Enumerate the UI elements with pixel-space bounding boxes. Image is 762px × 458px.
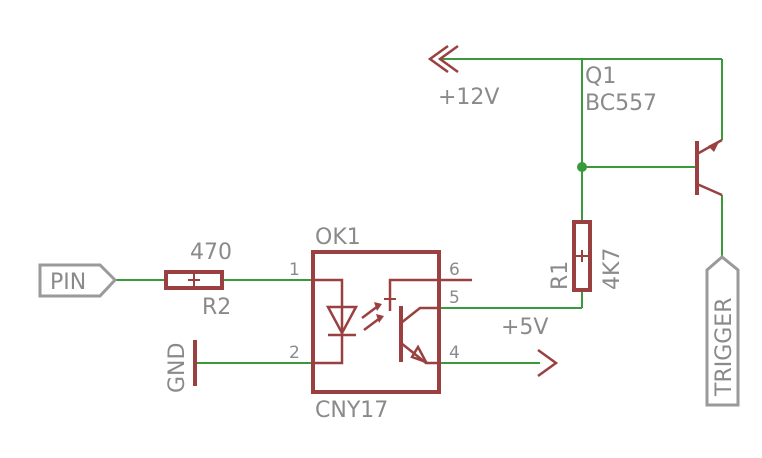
optocoupler-ok1-symbol — [311, 250, 472, 394]
optocoupler-ok1-value: CNY17 — [315, 398, 388, 423]
optocoupler-pin-2: 2 — [289, 343, 300, 363]
pin-port-label: PIN — [50, 270, 86, 295]
resistor-r1-name: R1 — [548, 261, 573, 290]
pin-port-symbol — [38, 263, 118, 298]
trigger-port-label: TRIGGER — [712, 298, 737, 398]
junction-dot — [577, 162, 587, 172]
supply-12v-symbol — [427, 44, 459, 74]
wires — [115, 58, 723, 364]
resistor-r2-name: R2 — [202, 295, 231, 320]
optocoupler-pin-5: 5 — [449, 288, 460, 308]
resistor-r2-symbol — [164, 270, 224, 290]
supply-5v-label: +5V — [501, 315, 548, 340]
resistor-r1-symbol — [572, 220, 592, 292]
optocoupler-pin-1: 1 — [289, 260, 300, 280]
trigger-port-symbol — [705, 255, 740, 407]
supply-12v-label: +12V — [438, 85, 499, 110]
transistor-q1-symbol — [695, 138, 723, 197]
transistor-q1-name: Q1 — [585, 64, 616, 89]
optocoupler-ok1-name: OK1 — [315, 225, 361, 250]
transistor-q1-value: BC557 — [585, 91, 657, 116]
supply-5v-symbol — [537, 348, 559, 378]
ground-label: GND — [165, 343, 190, 393]
resistor-r1-value: 4K7 — [600, 248, 625, 290]
optocoupler-pin-4: 4 — [449, 343, 460, 363]
optocoupler-pin-6: 6 — [449, 260, 460, 280]
resistor-r2-value: 470 — [190, 240, 232, 265]
